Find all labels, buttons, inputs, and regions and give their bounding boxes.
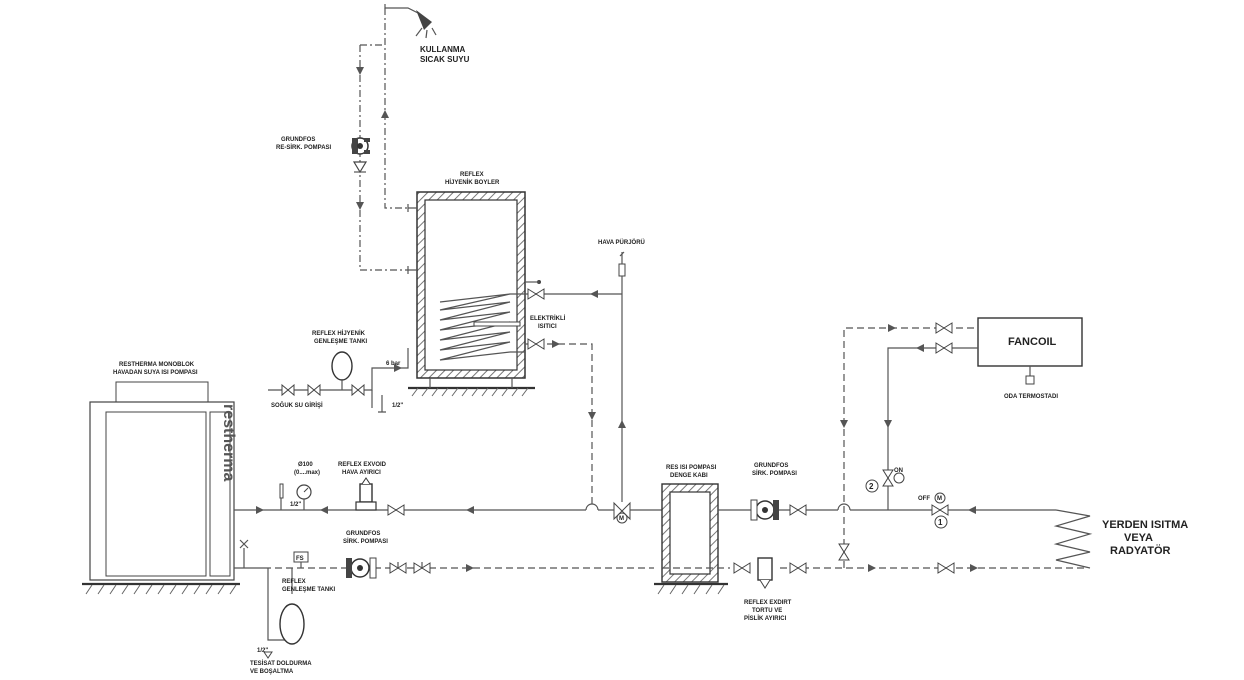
on-label: ON (894, 468, 903, 474)
hygienic-expansion-tank (331, 351, 353, 381)
flow-arrow-icon (356, 67, 364, 75)
zone-2-number: 2 (869, 482, 874, 491)
expansion-tank (279, 603, 305, 645)
air-vent-icon (618, 251, 626, 277)
buffer-stand (654, 582, 728, 595)
boiler-tank (416, 191, 526, 379)
dirt-separator-icon (757, 557, 773, 589)
fancoil-return-pipe (843, 327, 978, 568)
three-way-valve-icon: M (613, 501, 631, 524)
zone-1-number: 1 (938, 518, 943, 527)
half-inch-label-c: 1/2" (257, 648, 268, 654)
heat-pump-stand (82, 582, 240, 595)
brand-logo: restherma (220, 404, 237, 481)
thermostat-icon (1025, 375, 1035, 385)
valve-motor-label: M (937, 496, 942, 502)
air-vent-label: HAVA PÜRJÖRÜ (598, 239, 645, 246)
pressure-gauge-icon (296, 484, 312, 510)
half-inch-label-b: 1/2" (290, 502, 301, 508)
fancoil-label: FANCOIL (1008, 336, 1057, 348)
thermostat-label: ODA TERMOSTADI (1004, 394, 1058, 400)
fs-label: FS (296, 556, 304, 562)
air-separator-icon (355, 477, 377, 511)
circulation-pump-a-icon (346, 557, 377, 579)
check-valve-icon (352, 161, 368, 174)
fill-drain-pipe (267, 568, 290, 641)
floor-heating-coil (1053, 509, 1093, 569)
circulation-pump-b-icon (750, 499, 779, 521)
recirc-pump-icon (351, 137, 370, 155)
boiler-stand (408, 378, 535, 397)
buffer-tank (661, 483, 719, 583)
diameter-label: Ø100(0....max) (294, 462, 320, 476)
coil-return-pipe (525, 343, 593, 505)
svg-text:M: M (619, 516, 624, 522)
flow-arrow-icon (381, 110, 389, 118)
zone-valve-2-icon (882, 469, 894, 487)
thermometer-icon (279, 483, 284, 510)
ball-valve-icon (387, 504, 405, 516)
pressure-label: 6 bar (386, 361, 401, 367)
off-label: OFF (918, 496, 930, 502)
flow-arrow-icon (356, 202, 364, 210)
soguk-su-label: SOĞUK SU GİRİŞİ (271, 401, 323, 409)
dhw-supply-pipe (384, 8, 408, 209)
recirculation-pipe (359, 45, 408, 271)
air-vent-icon (239, 539, 249, 568)
half-inch-label-a: 1/2" (392, 403, 403, 409)
cold-water-pipe (268, 348, 409, 391)
fancoil-supply-pipe (887, 347, 978, 510)
zone-valve-1-icon (931, 504, 949, 516)
electric-heater-icon (473, 321, 521, 327)
shower-icon (384, 4, 437, 39)
heat-pump-unit (89, 381, 235, 581)
